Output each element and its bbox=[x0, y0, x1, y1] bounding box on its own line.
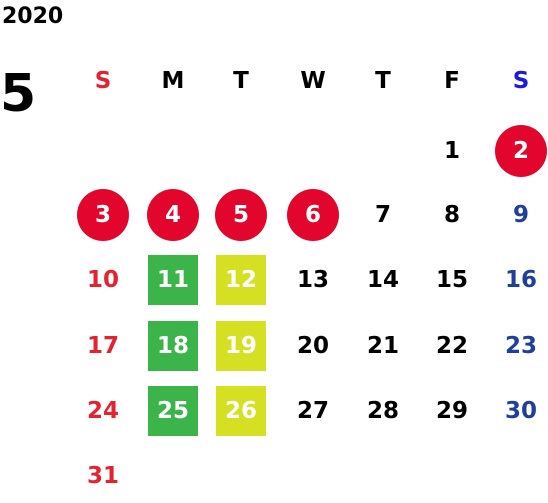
calendar-day-9[interactable]: 9 bbox=[512, 202, 529, 228]
calendar-day-28[interactable]: 28 bbox=[366, 398, 399, 424]
calendar-day-3[interactable]: 3 bbox=[77, 189, 129, 241]
calendar-day-31[interactable]: 31 bbox=[86, 463, 119, 489]
calendar-day-6[interactable]: 6 bbox=[287, 189, 339, 241]
calendar-day-25[interactable]: 25 bbox=[148, 386, 198, 436]
calendar-day-22[interactable]: 22 bbox=[435, 333, 468, 359]
calendar-day-20[interactable]: 20 bbox=[296, 333, 329, 359]
calendar-day-24[interactable]: 24 bbox=[86, 398, 119, 424]
weekday-header-wed: W bbox=[300, 68, 326, 94]
calendar-day-13[interactable]: 13 bbox=[296, 267, 329, 293]
calendar-day-23[interactable]: 23 bbox=[504, 333, 537, 359]
weekday-header-thu: T bbox=[375, 68, 391, 94]
calendar-day-11[interactable]: 11 bbox=[148, 255, 198, 305]
calendar-day-12[interactable]: 12 bbox=[216, 255, 266, 305]
year-label: 2020 bbox=[2, 4, 64, 29]
calendar-day-10[interactable]: 10 bbox=[86, 267, 119, 293]
calendar-day-8[interactable]: 8 bbox=[443, 202, 460, 228]
calendar-day-29[interactable]: 29 bbox=[435, 398, 468, 424]
calendar-day-18[interactable]: 18 bbox=[148, 321, 198, 371]
weekday-header-tue: T bbox=[233, 68, 249, 94]
calendar-day-4[interactable]: 4 bbox=[147, 189, 199, 241]
calendar-day-21[interactable]: 21 bbox=[366, 333, 399, 359]
weekday-header-sat: S bbox=[512, 68, 530, 94]
month-number: 5 bbox=[0, 64, 37, 124]
calendar-day-16[interactable]: 16 bbox=[504, 267, 537, 293]
calendar-day-30[interactable]: 30 bbox=[504, 398, 537, 424]
calendar-day-2[interactable]: 2 bbox=[495, 125, 547, 177]
calendar-day-1[interactable]: 1 bbox=[443, 138, 460, 164]
calendar-day-5[interactable]: 5 bbox=[215, 189, 267, 241]
weekday-header-sun: S bbox=[94, 68, 112, 94]
calendar-day-15[interactable]: 15 bbox=[435, 267, 468, 293]
calendar-day-19[interactable]: 19 bbox=[216, 321, 266, 371]
calendar-day-14[interactable]: 14 bbox=[366, 267, 399, 293]
calendar-day-27[interactable]: 27 bbox=[296, 398, 329, 424]
calendar-day-26[interactable]: 26 bbox=[216, 386, 266, 436]
calendar-day-7[interactable]: 7 bbox=[374, 202, 391, 228]
weekday-header-mon: M bbox=[161, 68, 185, 94]
weekday-header-fri: F bbox=[444, 68, 460, 94]
calendar-day-17[interactable]: 17 bbox=[86, 333, 119, 359]
